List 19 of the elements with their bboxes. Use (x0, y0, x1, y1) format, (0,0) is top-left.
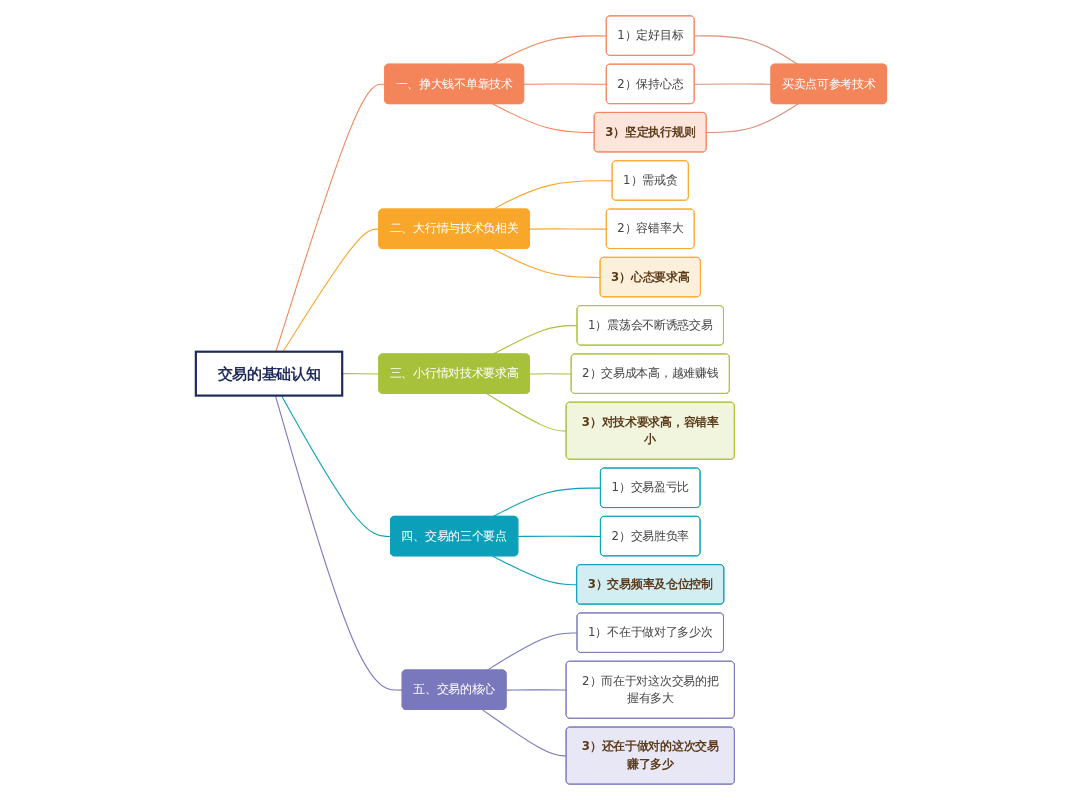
connector (517, 535, 602, 537)
connector (492, 35, 608, 66)
connector (482, 709, 568, 757)
connector (492, 103, 596, 134)
connector (486, 393, 568, 432)
connector (694, 83, 773, 85)
connector (492, 248, 602, 278)
node-box: 交易的基础认知 (195, 350, 344, 397)
connector (529, 373, 573, 375)
connector (492, 555, 578, 586)
connector (706, 103, 799, 134)
connector (529, 228, 608, 230)
connector (281, 395, 392, 537)
connector (492, 180, 614, 210)
connector (275, 395, 404, 691)
connector (492, 487, 602, 518)
connector (694, 35, 799, 66)
connector (506, 689, 568, 691)
connector (523, 83, 608, 85)
